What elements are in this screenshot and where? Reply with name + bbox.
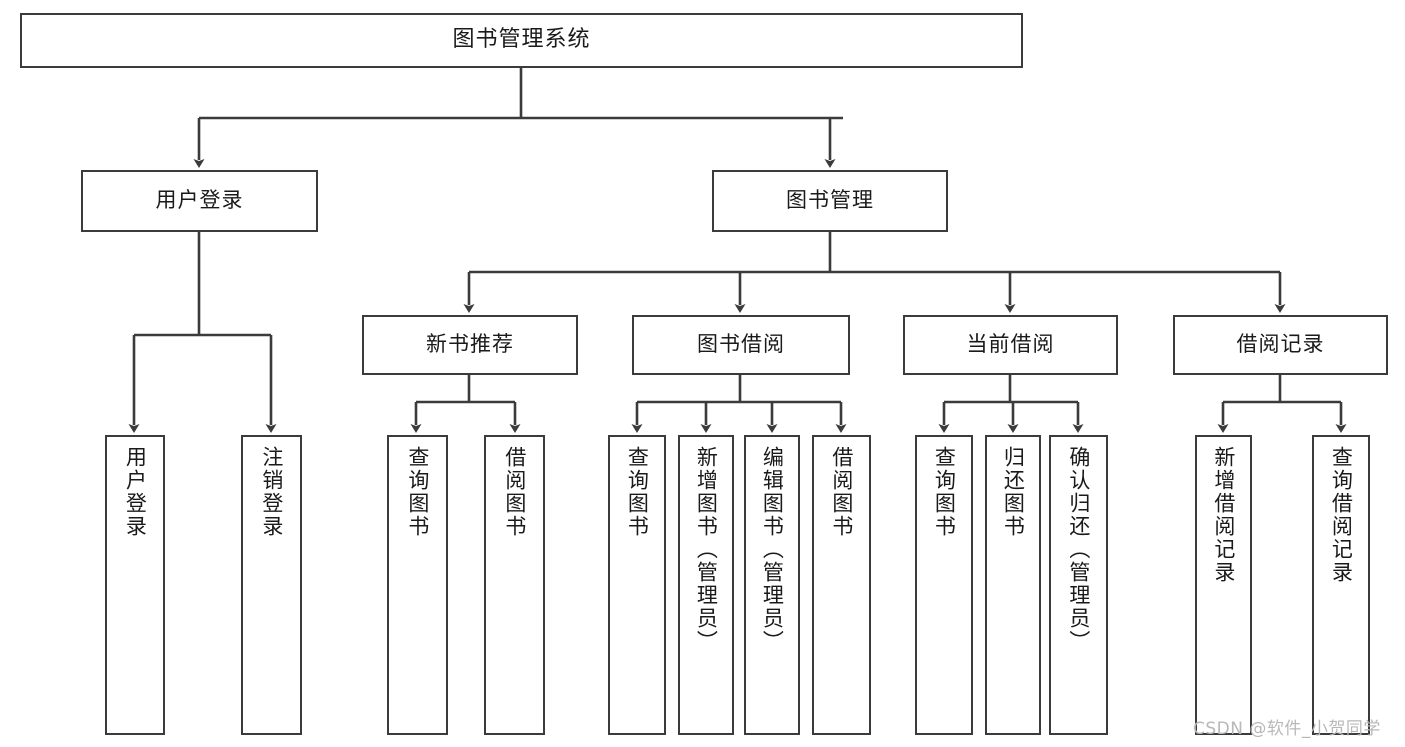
node-root-label: 图书管理系统 (452, 27, 591, 53)
leaf-new-book-borrow-book[interactable]: 借阅图书 (484, 435, 545, 735)
node-current-borrow[interactable]: 当前借阅 (903, 315, 1118, 375)
leaf-book-borrow-edit-book-admin[interactable]: 编辑图书（管理员） (744, 435, 800, 735)
leaf-current-borrow-query-book[interactable]: 查询图书 (915, 435, 973, 735)
leaf-borrow-record-add-record-label: 新增借阅记录 (1211, 446, 1236, 584)
leaf-user-login-login-label: 用户登录 (123, 446, 148, 538)
node-user-login[interactable]: 用户登录 (81, 170, 318, 232)
leaf-new-book-borrow-book-label: 借阅图书 (502, 446, 527, 538)
node-book-management[interactable]: 图书管理 (712, 170, 948, 232)
leaf-current-borrow-confirm-return-admin[interactable]: 确认归还（管理员） (1049, 435, 1108, 735)
leaf-user-login-logout[interactable]: 注销登录 (241, 435, 302, 735)
leaf-book-borrow-add-book-admin-label: 新增图书（管理员） (694, 446, 719, 653)
node-borrow-record[interactable]: 借阅记录 (1173, 315, 1388, 375)
node-book-management-label: 图书管理 (786, 188, 874, 213)
leaf-current-borrow-confirm-return-admin-label: 确认归还（管理员） (1066, 446, 1091, 653)
leaf-book-borrow-add-book-admin[interactable]: 新增图书（管理员） (678, 435, 734, 735)
node-new-book-recommend[interactable]: 新书推荐 (362, 315, 578, 375)
leaf-book-borrow-query-book-label: 查询图书 (625, 446, 650, 538)
csdn-watermark: CSDN @软件_小贺同学 (1193, 719, 1381, 739)
node-borrow-record-label: 借阅记录 (1236, 332, 1325, 357)
leaf-user-login-logout-label: 注销登录 (259, 446, 284, 538)
leaf-current-borrow-return-book[interactable]: 归还图书 (985, 435, 1041, 735)
node-book-borrow-label: 图书借阅 (697, 332, 785, 357)
node-book-borrow[interactable]: 图书借阅 (632, 315, 850, 375)
leaf-user-login-login[interactable]: 用户登录 (105, 435, 165, 735)
leaf-borrow-record-add-record[interactable]: 新增借阅记录 (1195, 435, 1252, 735)
node-current-borrow-label: 当前借阅 (966, 332, 1055, 357)
leaf-new-book-query-book-label: 查询图书 (405, 446, 430, 538)
leaf-current-borrow-return-book-label: 归还图书 (1001, 446, 1026, 538)
node-root-book-management-system[interactable]: 图书管理系统 (20, 13, 1023, 68)
leaf-book-borrow-query-book[interactable]: 查询图书 (608, 435, 666, 735)
leaf-current-borrow-query-book-label: 查询图书 (932, 446, 957, 538)
leaf-new-book-query-book[interactable]: 查询图书 (387, 435, 448, 735)
leaf-borrow-record-query-record[interactable]: 查询借阅记录 (1312, 435, 1370, 735)
leaf-book-borrow-edit-book-admin-label: 编辑图书（管理员） (760, 446, 785, 653)
leaf-book-borrow-borrow-book[interactable]: 借阅图书 (812, 435, 871, 735)
node-user-login-label: 用户登录 (155, 188, 244, 213)
leaf-book-borrow-borrow-book-label: 借阅图书 (829, 446, 854, 538)
node-new-book-recommend-label: 新书推荐 (426, 332, 514, 357)
leaf-borrow-record-query-record-label: 查询借阅记录 (1329, 446, 1354, 584)
